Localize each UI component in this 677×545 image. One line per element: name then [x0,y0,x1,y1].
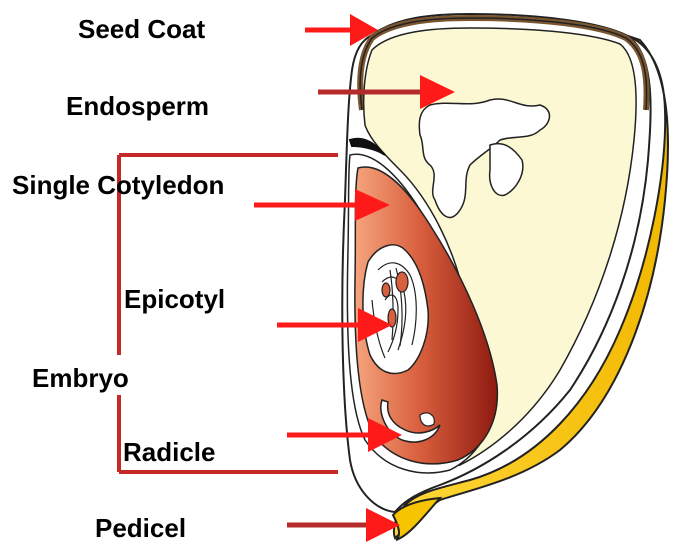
arrow-pedicel [287,508,400,542]
label-embryo: Embryo [32,365,129,391]
label-endosperm: Endosperm [66,93,209,119]
label-single-cotyledon: Single Cotyledon [12,172,224,198]
label-radicle: Radicle [123,439,216,465]
label-seed-coat: Seed Coat [78,16,205,42]
label-epicotyl: Epicotyl [124,286,225,312]
label-pedicel: Pedicel [95,515,186,541]
